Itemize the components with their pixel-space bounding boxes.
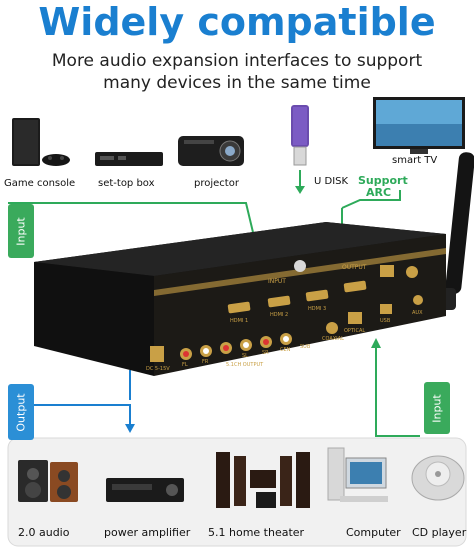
hdmi-2-label: HDMI 2 bbox=[270, 312, 289, 318]
channel-fr: FR bbox=[202, 359, 209, 365]
page-title: Widely compatible bbox=[38, 0, 436, 44]
output-tag-left: Output bbox=[8, 384, 34, 440]
projector-icon bbox=[178, 136, 244, 166]
amplifier-icon bbox=[106, 478, 184, 502]
computer-icon bbox=[327, 447, 388, 502]
audio-extractor-device bbox=[34, 222, 446, 376]
cd-player-icon bbox=[411, 455, 465, 501]
channel-sub: SUB bbox=[300, 344, 311, 350]
channel-cen: CEN bbox=[280, 347, 291, 353]
set-top-box-icon bbox=[95, 152, 163, 166]
channel-sr: SR bbox=[262, 350, 269, 356]
projector-label: projector bbox=[194, 178, 239, 189]
speaker-icon bbox=[18, 460, 78, 502]
output-lines bbox=[8, 370, 131, 426]
usb-label: U DISK bbox=[314, 176, 349, 187]
game-console-label: Game console bbox=[4, 178, 76, 189]
panel-output-label: OUTPUT bbox=[342, 264, 367, 271]
optical-label: OPTICAL bbox=[344, 328, 366, 334]
channel-fl: FL bbox=[182, 362, 188, 368]
subtitle-line-2: many devices in the same time bbox=[103, 73, 371, 93]
subtitle-line-1: More audio expansion interfaces to suppo… bbox=[51, 51, 423, 71]
channel-sl: SL bbox=[242, 353, 248, 359]
game-console-icon bbox=[12, 118, 70, 166]
hdmi-3-label: HDMI 3 bbox=[308, 306, 327, 312]
aux-label: AUX bbox=[412, 310, 423, 316]
input-tag-right: Input bbox=[424, 382, 450, 434]
input-tag-left: Input bbox=[8, 204, 34, 258]
arc-label-line-2: ARC bbox=[366, 186, 392, 199]
usb-port-label: USB bbox=[380, 318, 391, 324]
label-cd-player: CD player bbox=[412, 526, 467, 539]
label-computer: Computer bbox=[346, 526, 401, 539]
label-power-amplifier: power amplifier bbox=[104, 526, 191, 539]
arc-label-line-1: Support bbox=[358, 174, 408, 187]
output-51-label: 5.1CH OUTPUT bbox=[226, 362, 264, 368]
set-top-box-label: set-top box bbox=[98, 178, 155, 189]
usb-drive-icon bbox=[291, 105, 309, 166]
label-home-theater: 5.1 home theater bbox=[208, 526, 305, 539]
tv-icon bbox=[373, 97, 465, 154]
panel-input-label: INPUT bbox=[268, 278, 286, 285]
coaxial-label: COAXIAL bbox=[322, 336, 344, 342]
home-theater-icon bbox=[216, 452, 310, 508]
hdmi-1-label: HDMI 1 bbox=[230, 318, 249, 324]
dc-label: DC 5-15V bbox=[146, 366, 170, 372]
label-2-0-audio: 2.0 audio bbox=[18, 526, 70, 539]
tv-label: smart TV bbox=[392, 155, 438, 166]
